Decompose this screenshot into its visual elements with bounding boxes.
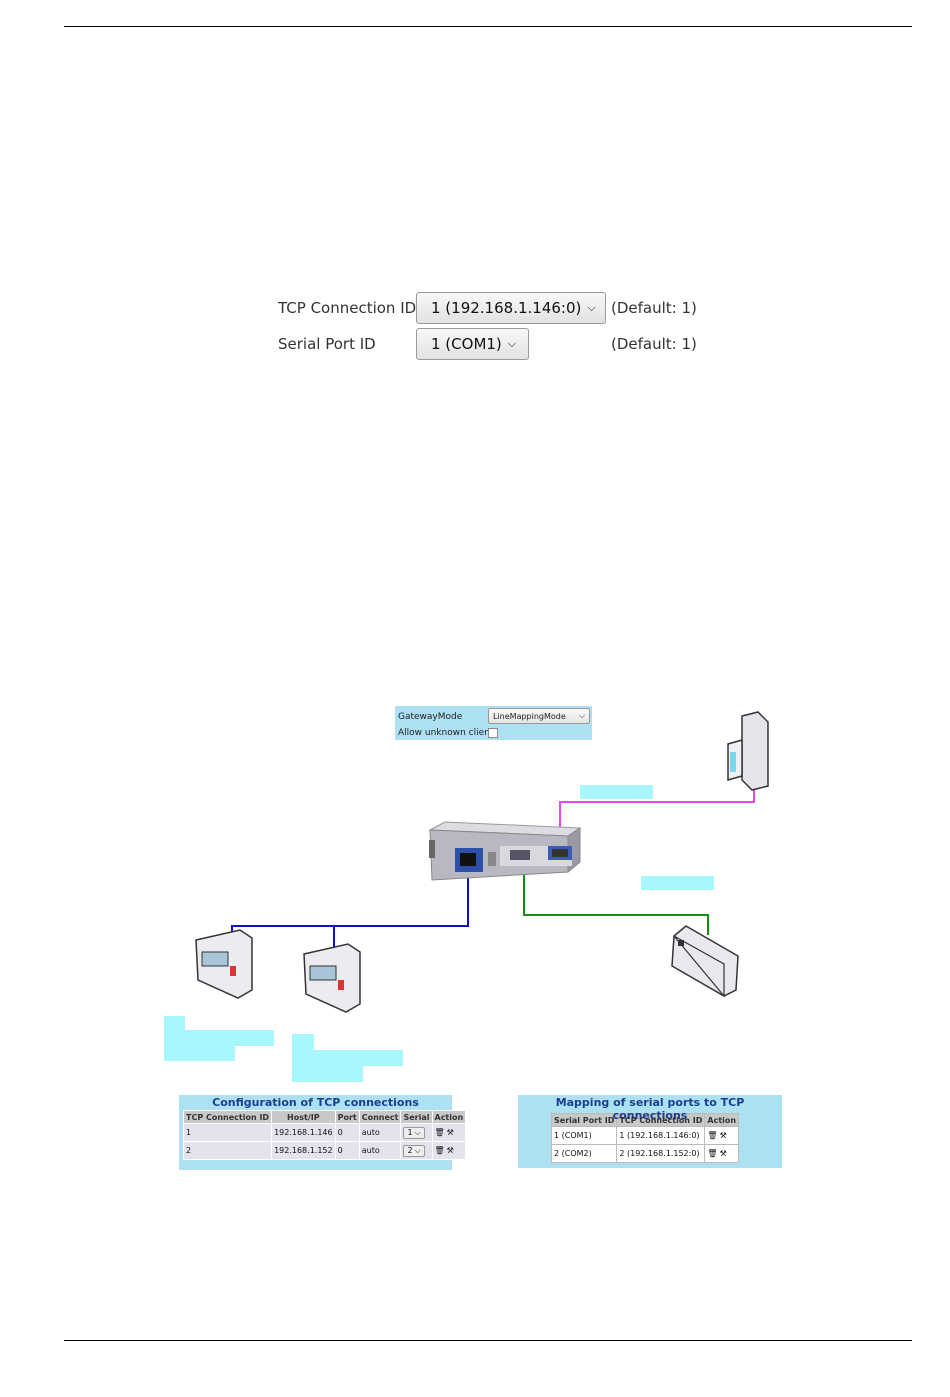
wrench-icon[interactable]: ⚒: [446, 1146, 456, 1155]
tcp-config-panel: Configuration of TCP connections TCP Con…: [179, 1095, 467, 1170]
column-header: Action: [704, 1113, 740, 1127]
tcp-config-table: TCP Connection ID Host/IP Port Connect S…: [182, 1110, 467, 1160]
column-header: TCP Connection ID: [182, 1110, 273, 1124]
chevron-down-icon: ⌵: [578, 711, 585, 720]
trash-icon[interactable]: 🗑: [707, 1131, 720, 1140]
column-header: Host/IP: [271, 1110, 336, 1124]
serial-cable-com2: [523, 866, 709, 935]
serial-select[interactable]: 1⌵: [403, 1126, 425, 1139]
network-diagram: [195, 711, 769, 1013]
serial-port-default: (Default: 1): [611, 335, 697, 353]
connect-cell: auto: [358, 1141, 402, 1160]
tcp-config-title: Configuration of TCP connections: [212, 1096, 419, 1109]
gateway-device-icon: [428, 821, 582, 881]
serial-cell: 2⌵: [400, 1141, 433, 1160]
connect-cell: auto: [358, 1123, 402, 1142]
tcp-id-cell: 2: [182, 1141, 273, 1160]
wrench-icon[interactable]: ⚒: [719, 1131, 729, 1140]
trash-icon[interactable]: 🗑: [434, 1128, 447, 1137]
column-header: Port: [334, 1110, 360, 1124]
tcp-connection-select[interactable]: 1 (192.168.1.146:0) ⌵: [416, 292, 606, 324]
serial-port-value: 1 (COM1): [431, 335, 502, 353]
label-highlight: [164, 1030, 274, 1046]
serial-port-select[interactable]: 1 (COM1) ⌵: [416, 328, 529, 360]
column-header: Serial Port ID: [550, 1113, 618, 1127]
serial-select-value: 1: [407, 1128, 413, 1137]
footer-rule: [64, 1340, 912, 1341]
serial-device-icon: [671, 925, 739, 998]
meter-device-icon: [195, 929, 253, 999]
port-cell: 0: [334, 1141, 360, 1160]
table-row: 2 (COM2) 2 (192.168.1.152:0) 🗑⚒: [550, 1144, 740, 1163]
label-highlight: [292, 1066, 363, 1082]
action-cell: 🗑⚒: [431, 1141, 467, 1160]
allow-unknown-label: Allow unknown clients: [398, 728, 499, 738]
mapping-panel: Mapping of serial ports to TCP connectio…: [518, 1095, 782, 1168]
tcp-connection-default: (Default: 1): [611, 299, 697, 317]
gateway-mode-panel: GatewayMode LineMappingMode ⌵ Allow unkn…: [395, 706, 592, 740]
serial-port-cell: 1 (COM1): [550, 1126, 618, 1145]
chevron-down-icon: ⌵: [507, 337, 517, 350]
chevron-down-icon: ⌵: [587, 301, 596, 314]
chevron-down-icon: ⌵: [414, 1145, 421, 1155]
tcp-connection-label: TCP Connection ID: [278, 299, 417, 317]
action-cell: 🗑⚒: [704, 1144, 740, 1163]
serial-select[interactable]: 2⌵: [403, 1144, 425, 1157]
chevron-down-icon: ⌵: [414, 1127, 421, 1137]
din-rail-device-icon: [727, 711, 769, 791]
trash-icon[interactable]: 🗑: [707, 1149, 720, 1158]
column-header: Connect: [358, 1110, 402, 1124]
table-row: 1 (COM1) 1 (192.168.1.146:0) 🗑⚒: [550, 1126, 740, 1145]
host-cell: 192.168.1.146: [271, 1123, 336, 1142]
trash-icon[interactable]: 🗑: [434, 1146, 447, 1155]
wrench-icon[interactable]: ⚒: [446, 1128, 456, 1137]
column-header: Serial: [400, 1110, 433, 1124]
tcp-connection-cell: 2 (192.168.1.152:0): [616, 1144, 706, 1163]
table-row: 2 192.168.1.152 0 auto 2⌵ 🗑⚒: [182, 1141, 467, 1160]
serial-cable-com1: [559, 784, 755, 842]
serial-port-label: Serial Port ID: [278, 335, 376, 353]
label-highlight: [641, 876, 714, 890]
port-cell: 0: [334, 1123, 360, 1142]
mapping-table: Serial Port ID TCP Connection ID Action …: [550, 1113, 740, 1163]
meter-device-icon: [303, 943, 361, 1013]
gateway-mode-value: LineMappingMode: [493, 711, 566, 721]
serial-port-cell: 2 (COM2): [550, 1144, 618, 1163]
tcp-id-cell: 1: [182, 1123, 273, 1142]
label-highlight: [164, 1016, 185, 1030]
tcp-connection-cell: 1 (192.168.1.146:0): [616, 1126, 706, 1145]
allow-unknown-checkbox[interactable]: [488, 728, 498, 738]
table-row: 1 192.168.1.146 0 auto 1⌵ 🗑⚒: [182, 1123, 467, 1142]
gateway-mode-select[interactable]: LineMappingMode ⌵: [488, 708, 590, 724]
serial-cell: 1⌵: [400, 1123, 433, 1142]
label-highlight: [292, 1050, 403, 1066]
host-cell: 192.168.1.152: [271, 1141, 336, 1160]
action-cell: 🗑⚒: [704, 1126, 740, 1145]
serial-select-value: 2: [407, 1146, 413, 1155]
mapping-title: Mapping of serial ports to TCP connectio…: [555, 1096, 745, 1122]
wrench-icon[interactable]: ⚒: [719, 1149, 729, 1158]
gateway-mode-label: GatewayMode: [398, 712, 463, 722]
action-cell: 🗑⚒: [431, 1123, 467, 1142]
column-header: TCP Connection ID: [616, 1113, 706, 1127]
tcp-connection-value: 1 (192.168.1.146:0): [431, 299, 582, 317]
header-rule: [64, 26, 912, 27]
label-highlight: [292, 1034, 314, 1050]
label-highlight: [164, 1046, 235, 1061]
ethernet-cable: [231, 870, 469, 940]
label-highlight: [580, 785, 653, 799]
column-header: Action: [431, 1110, 467, 1124]
